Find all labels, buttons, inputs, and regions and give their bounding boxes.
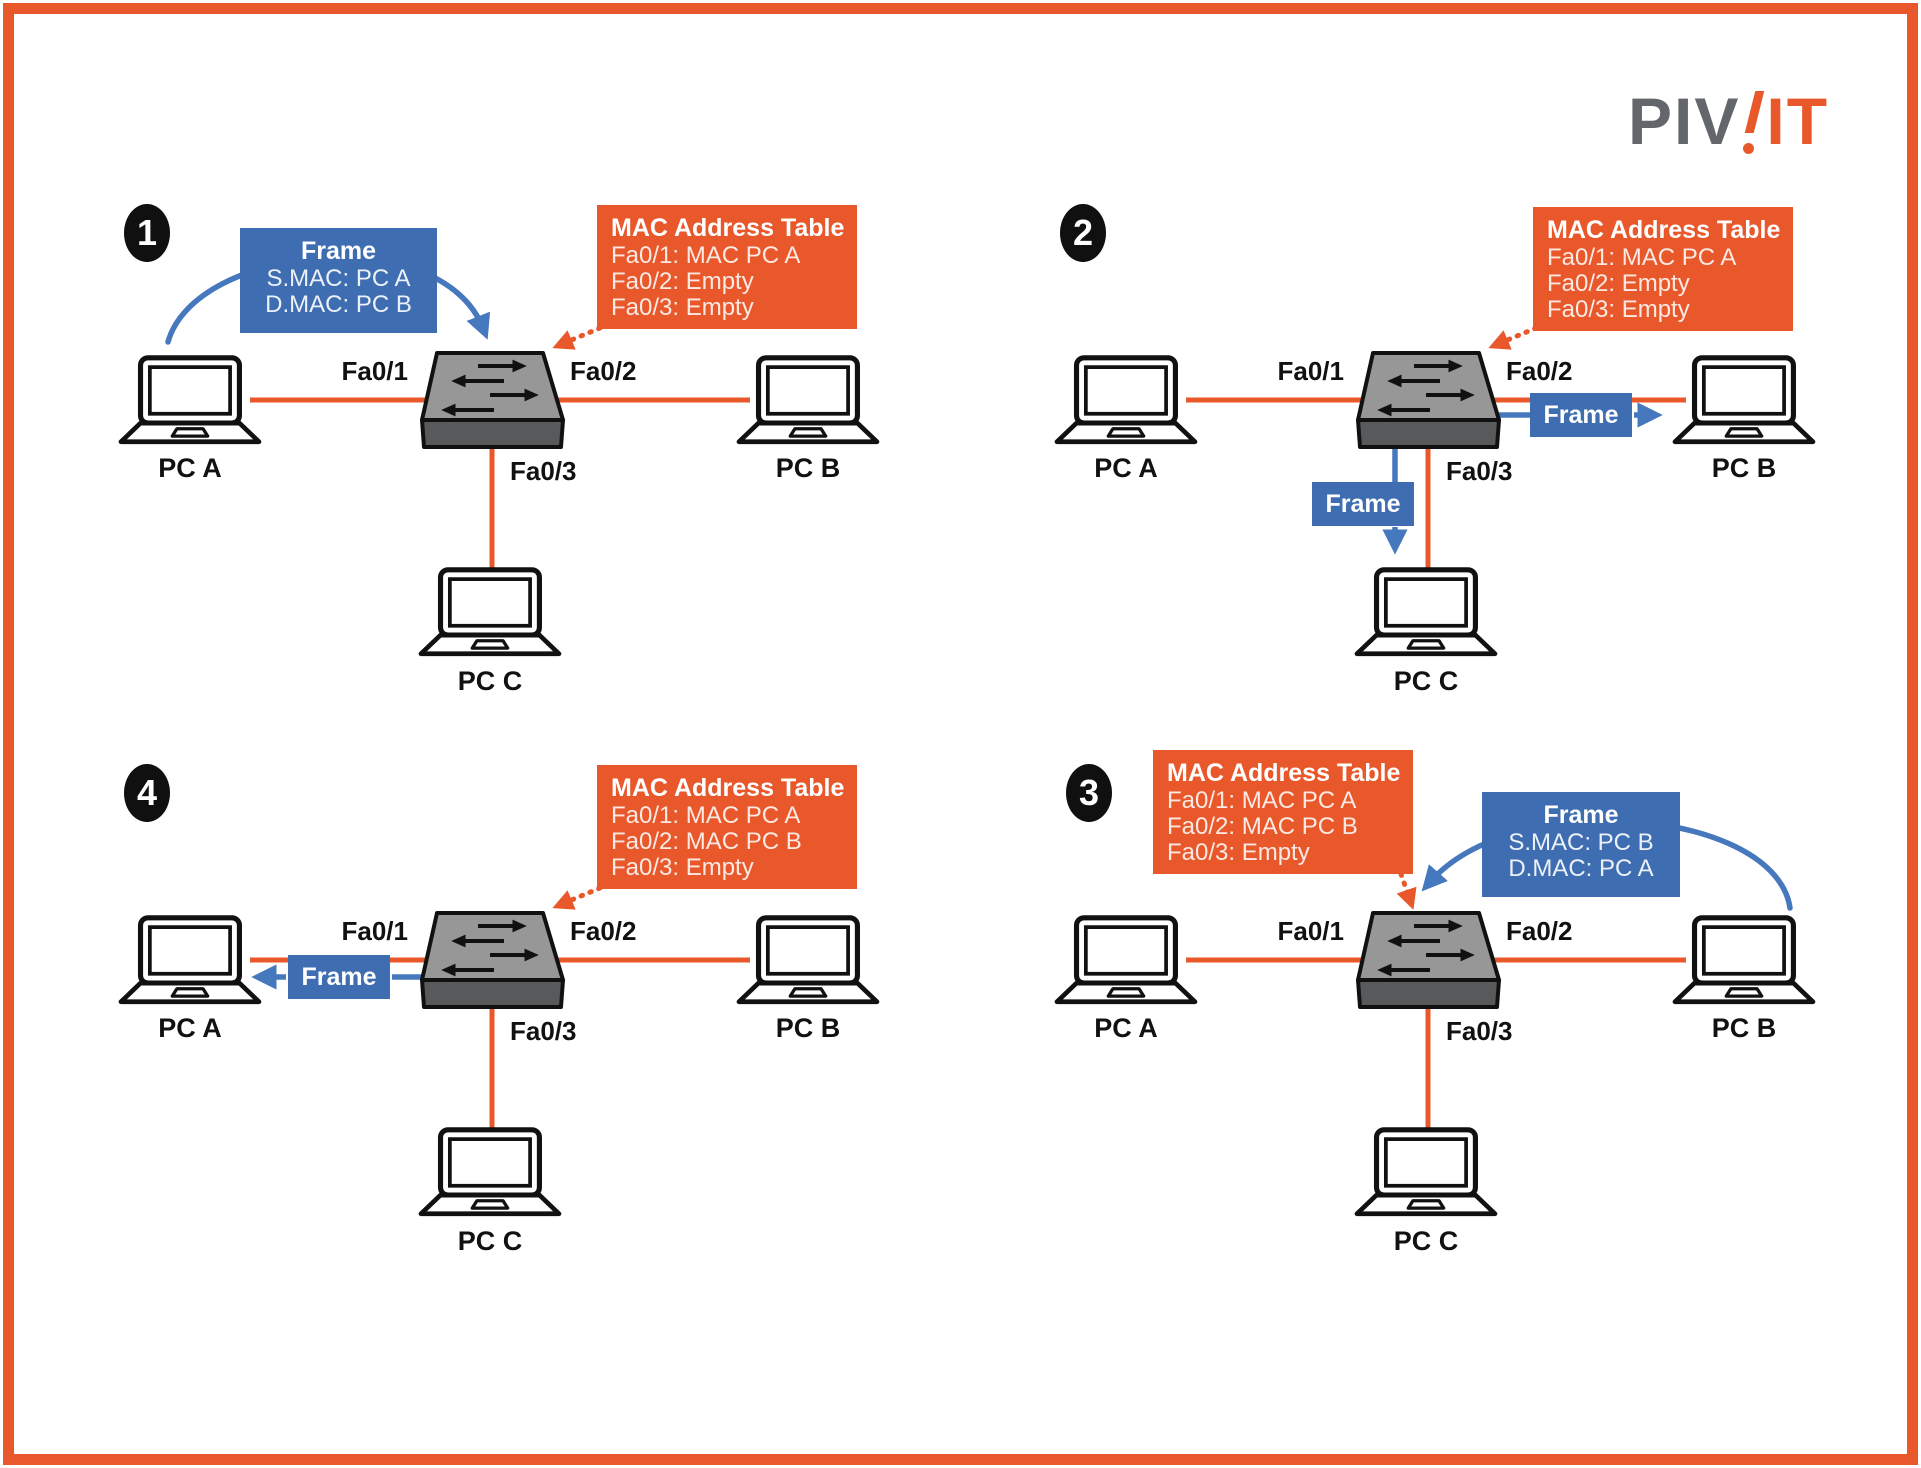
port-label-fa02: Fa0/2: [1506, 916, 1573, 946]
step-number: 1: [136, 212, 158, 253]
port-label-fa01: Fa0/1: [341, 916, 409, 946]
step-number: 3: [1078, 772, 1100, 813]
mac-table-row: Fa0/2: Empty: [1547, 270, 1690, 297]
pc-b-laptop-icon: [739, 358, 877, 442]
port-label-fa01: Fa0/1: [1277, 356, 1345, 386]
mac-table-callout-arrow-icon: [552, 885, 603, 910]
port-label-fa01: Fa0/1: [1277, 916, 1345, 946]
frame-box: Frame S.MAC: PC B D.MAC: PC A: [1482, 792, 1680, 897]
port-label-fa02: Fa0/2: [570, 916, 637, 946]
pc-a-laptop-icon: [121, 918, 259, 1002]
pc-b-label: PC B: [1711, 1013, 1777, 1043]
mac-table-row: Fa0/1: MAC PC A: [1167, 787, 1357, 814]
step-badge: 1: [124, 204, 170, 262]
mac-table-callout-arrow-icon: [1396, 871, 1417, 910]
port-label-fa03: Fa0/3: [510, 456, 577, 486]
panel-step-2: 2 MAC Address Table Fa0/1: MAC PC A Fa0/…: [1036, 150, 1856, 710]
frame-dmac: D.MAC: PC A: [1508, 855, 1654, 882]
frame-dmac: D.MAC: PC B: [265, 291, 412, 318]
mac-table-row: Fa0/2: MAC PC B: [611, 828, 802, 855]
logo-text-gray: PIV: [1628, 84, 1741, 158]
port-label-fa03: Fa0/3: [1446, 1016, 1513, 1046]
pc-a-laptop-icon: [1057, 918, 1195, 1002]
port-label-fa02: Fa0/2: [1506, 356, 1573, 386]
mac-table-row: Fa0/1: MAC PC A: [1547, 244, 1737, 271]
frame-box-down: Frame: [1312, 482, 1414, 526]
mac-table-callout-arrow-icon: [1488, 325, 1539, 350]
mac-address-table: MAC Address Table Fa0/1: MAC PC A Fa0/2:…: [597, 205, 857, 329]
mac-table-row: Fa0/3: Empty: [1547, 296, 1690, 323]
pc-b-label: PC B: [775, 453, 841, 483]
frame-box-left: Frame: [288, 955, 390, 999]
pivit-logo: PIV IT: [1628, 88, 1829, 158]
mac-table-title: MAC Address Table: [611, 214, 845, 242]
pc-a-laptop-icon: [121, 358, 259, 442]
frame-smac: S.MAC: PC A: [266, 265, 411, 292]
frame-smac: S.MAC: PC B: [1508, 829, 1654, 856]
pc-a-laptop-icon: [1057, 358, 1195, 442]
pc-a-label: PC A: [1094, 1013, 1158, 1043]
pc-a-label: PC A: [158, 453, 222, 483]
panel-step-1: 1 Frame S.MAC: PC A D.MAC: PC B MAC Addr…: [100, 150, 920, 710]
step-badge: 4: [124, 764, 170, 822]
pc-c-label: PC C: [457, 666, 523, 696]
pc-a-label: PC A: [1094, 453, 1158, 483]
mac-table-row: Fa0/3: Empty: [611, 294, 754, 321]
logo-slash-icon: [1745, 91, 1765, 133]
mac-table-title: MAC Address Table: [1547, 216, 1781, 244]
port-label-fa01: Fa0/1: [341, 356, 409, 386]
switch-icon: [422, 913, 563, 1007]
port-label-fa02: Fa0/2: [570, 356, 637, 386]
mac-table-title: MAC Address Table: [1167, 759, 1401, 787]
mac-table-callout-arrow-icon: [552, 325, 603, 350]
mac-address-table: MAC Address Table Fa0/1: MAC PC A Fa0/2:…: [1153, 750, 1413, 874]
port-label-fa03: Fa0/3: [510, 1016, 577, 1046]
frame-box: Frame S.MAC: PC A D.MAC: PC B: [240, 228, 437, 333]
pc-b-laptop-icon: [739, 918, 877, 1002]
mac-table-row: Fa0/2: Empty: [611, 268, 754, 295]
step-badge: 3: [1066, 764, 1112, 822]
pc-b-label: PC B: [1711, 453, 1777, 483]
mac-table-row: Fa0/2: MAC PC B: [1167, 813, 1358, 840]
step-badge: 2: [1060, 204, 1106, 262]
pc-c-laptop-icon: [1357, 1130, 1495, 1214]
pc-c-label: PC C: [457, 1226, 523, 1256]
pc-c-label: PC C: [1393, 1226, 1459, 1256]
switch-icon: [1358, 913, 1499, 1007]
pc-c-laptop-icon: [421, 1130, 559, 1214]
mac-table-row: Fa0/1: MAC PC A: [611, 802, 801, 829]
logo-exclamation-icon: [1740, 88, 1766, 158]
pc-b-label: PC B: [775, 1013, 841, 1043]
pc-c-label: PC C: [1393, 666, 1459, 696]
frame-title: Frame: [300, 237, 377, 265]
mac-address-table: MAC Address Table Fa0/1: MAC PC A Fa0/2:…: [597, 765, 857, 889]
mac-table-row: Fa0/3: Empty: [611, 854, 754, 881]
pc-c-laptop-icon: [1357, 570, 1495, 654]
pc-a-label: PC A: [158, 1013, 222, 1043]
panel-step-3: 3 MAC Address Table Fa0/1: MAC PC A Fa0/…: [1036, 710, 1856, 1270]
step-number: 4: [136, 772, 158, 813]
logo-dot-icon: [1743, 143, 1755, 154]
pc-b-laptop-icon: [1675, 918, 1813, 1002]
mac-table-row: Fa0/3: Empty: [1167, 839, 1310, 866]
mac-table-title: MAC Address Table: [611, 774, 845, 802]
frame-title: Frame: [1543, 801, 1619, 829]
mac-address-table: MAC Address Table Fa0/1: MAC PC A Fa0/2:…: [1533, 207, 1793, 331]
switch-icon: [422, 353, 563, 447]
switch-icon: [1358, 353, 1499, 447]
port-label-fa03: Fa0/3: [1446, 456, 1513, 486]
frame-box-right: Frame: [1530, 393, 1632, 437]
pc-b-laptop-icon: [1675, 358, 1813, 442]
step-number: 2: [1072, 212, 1094, 253]
panel-step-4: 4 MAC Address Table Fa0/1: MAC PC A Fa0/…: [100, 710, 920, 1270]
mac-table-row: Fa0/1: MAC PC A: [611, 242, 801, 269]
logo-text-orange: IT: [1766, 84, 1830, 158]
pc-c-laptop-icon: [421, 570, 559, 654]
